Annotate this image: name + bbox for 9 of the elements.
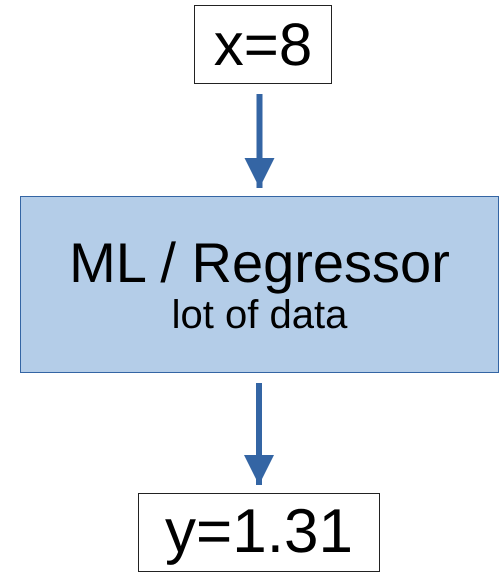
box-title: x=8 (214, 12, 312, 78)
process-box (20, 196, 499, 373)
box-title: ML / Regressor (69, 232, 450, 294)
box-title: y=1.31 (165, 498, 353, 567)
arrow (244, 94, 274, 188)
arrow (244, 383, 274, 485)
value-box (194, 5, 332, 84)
box-subtitle: lot of data (172, 293, 348, 338)
value-box (138, 493, 380, 572)
